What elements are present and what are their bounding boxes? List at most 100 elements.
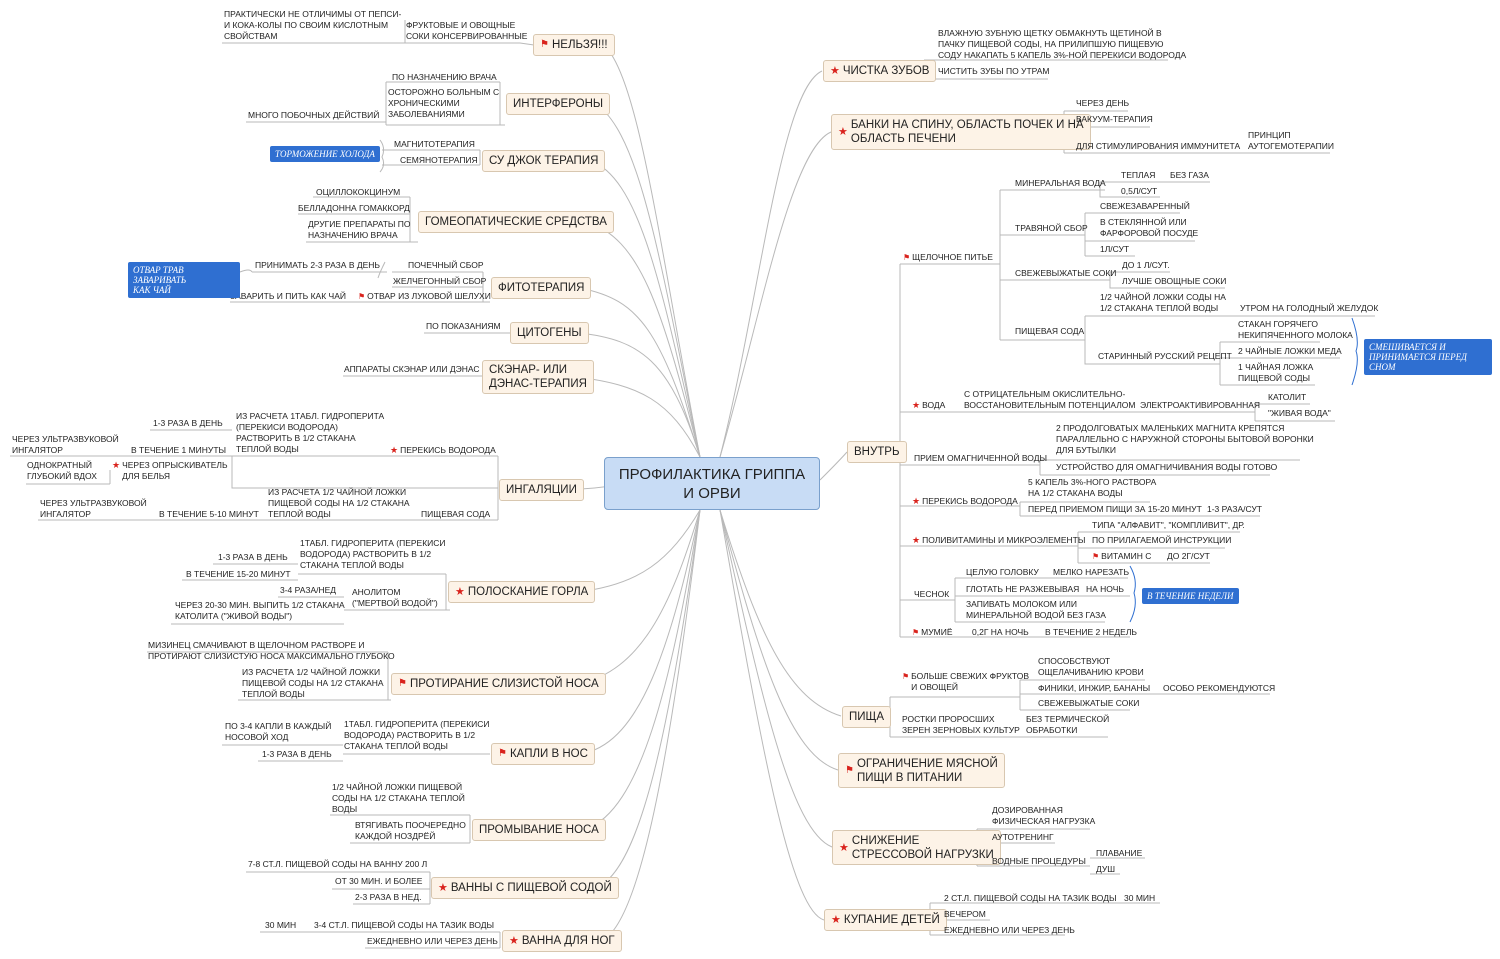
- node-vnutr-ts3[interactable]: 1Л/СУТ: [1100, 244, 1130, 254]
- topic-fito[interactable]: ФИТОТЕРАПИЯ: [491, 277, 592, 299]
- node-vnutr-om2[interactable]: УСТРОЙСТВО ДЛЯ ОМАГНИЧИВАНИЯ ВОДЫ ГОТОВО: [1056, 462, 1278, 472]
- node-vnutr-ps1[interactable]: 1/2 ЧАЙНОЙ ЛОЖКИ СОДЫ НА 1/2 СТАКАНА ТЕП…: [1100, 292, 1226, 313]
- node-vnutr-sr[interactable]: СТАРИННЫЙ РУССКИЙ РЕЦЕПТ: [1098, 351, 1232, 361]
- node-vnutr-ts2[interactable]: В СТЕКЛЯННОЙ ИЛИ ФАРФОРОВОЙ ПОСУДЕ: [1100, 217, 1199, 238]
- node-vanny-c2[interactable]: ОТ 30 МИН. И БОЛЕЕ: [335, 876, 423, 886]
- node-gomeo-c1[interactable]: ОЦИЛЛОКОКЦИНУМ: [316, 187, 401, 197]
- node-ingalyacii-c9[interactable]: ИЗ РАСЧЕТА 1/2 ЧАЙНОЙ ЛОЖКИ ПИЩЕВОЙ СОДЫ…: [268, 487, 410, 519]
- node-pischa-p1c[interactable]: СВЕЖЕВЫЖАТЫЕ СОКИ: [1038, 698, 1140, 708]
- node-sujok-c2[interactable]: СЕМЯНОТЕРАПИЯ: [400, 155, 478, 165]
- topic-gomeo[interactable]: ГОМЕОПАТИЧЕСКИЕ СРЕДСТВА: [418, 211, 614, 233]
- topic-citogeny[interactable]: ЦИТОГЕНЫ: [510, 322, 589, 344]
- node-poloskanie-c4[interactable]: АНОЛИТОМ ("МЕРТВОЙ ВОДОЙ"): [352, 587, 438, 608]
- node-vnutr-vit2[interactable]: ПО ПРИЛАГАЕМОЙ ИНСТРУКЦИИ: [1092, 535, 1232, 545]
- node-interferony-c3[interactable]: МНОГО ПОБОЧНЫХ ДЕЙСТВИЙ: [248, 110, 380, 120]
- node-stress-c3a[interactable]: ПЛАВАНИЕ: [1096, 848, 1143, 858]
- topic-stress[interactable]: ★СНИЖЕНИЕ СТРЕССОВОЙ НАГРУЗКИ: [832, 830, 1001, 865]
- node-ingalyacii-c1[interactable]: ★ПЕРЕКИСЬ ВОДОРОДА: [390, 445, 496, 456]
- node-vnutr-voda4[interactable]: "ЖИВАЯ ВОДА": [1268, 408, 1331, 418]
- node-vanna-nog-c1[interactable]: 3-4 СТ.Л. ПИЩЕВОЙ СОДЫ НА ТАЗИК ВОДЫ: [314, 920, 495, 930]
- node-stress-c1[interactable]: ДОЗИРОВАННАЯ ФИЗИЧЕСКАЯ НАГРУЗКА: [992, 805, 1096, 826]
- topic-vnutr[interactable]: ВНУТРЬ: [847, 441, 907, 463]
- node-vanny-c3[interactable]: 2-3 РАЗА В НЕД.: [355, 892, 422, 902]
- node-vnutr-sh[interactable]: ⚑ЩЕЛОЧНОЕ ПИТЬЕ: [903, 252, 993, 263]
- node-vnutr-vit[interactable]: ★ПОЛИВИТАМИНЫ И МИКРОЭЛЕМЕНТЫ: [912, 535, 1085, 546]
- node-stress-c3[interactable]: ВОДНЫЕ ПРОЦЕДУРЫ: [992, 856, 1086, 866]
- topic-sujok[interactable]: СУ ДЖОК ТЕРАПИЯ: [482, 150, 606, 172]
- node-skenar-c1[interactable]: АППАРАТЫ СКЭНАР ИЛИ ДЭНАС: [344, 364, 480, 374]
- node-vnutr-ch1[interactable]: ЦЕЛУЮ ГОЛОВКУ: [966, 567, 1039, 577]
- node-banki-c4[interactable]: ПРИНЦИП АУТОГЕМОТЕРАПИИ: [1248, 130, 1334, 151]
- topic-promyvanie[interactable]: ПРОМЫВАНИЕ НОСА: [472, 819, 606, 841]
- node-poloskanie-c1[interactable]: 1ТАБЛ. ГИДРОПЕРИТА (ПЕРЕКИСИ ВОДОРОДА) Р…: [300, 538, 446, 570]
- node-vnutr-sr2[interactable]: 2 ЧАЙНЫЕ ЛОЖКИ МЕДА: [1238, 346, 1342, 356]
- node-protiranie-c1[interactable]: МИЗИНЕЦ СМАЧИВАЮТ В ЩЕЛОЧНОМ РАСТВОРЕ И …: [148, 640, 395, 661]
- node-fito-c2[interactable]: ПОЧЕЧНЫЙ СБОР: [408, 260, 484, 270]
- node-sujok-c1[interactable]: МАГНИТОТЕРАПИЯ: [394, 139, 475, 149]
- node-kupanie-c1[interactable]: 2 СТ.Л. ПИЩЕВОЙ СОДЫ НА ТАЗИК ВОДЫ: [944, 893, 1117, 903]
- node-fito-c3[interactable]: ЖЕЛЧЕГОННЫЙ СБОР: [393, 276, 487, 286]
- summary-fito[interactable]: ОТВАР ТРАВ ЗАВАРИВАТЬ КАК ЧАЙ: [128, 262, 240, 298]
- node-vnutr-ss[interactable]: СВЕЖЕВЫЖАТЫЕ СОКИ: [1015, 268, 1117, 278]
- topic-ingalyacii[interactable]: ИНГАЛЯЦИИ: [499, 479, 584, 501]
- node-banki-c3[interactable]: ДЛЯ СТИМУЛИРОВАНИЯ ИММУНИТЕТА: [1076, 141, 1241, 151]
- summary-recept[interactable]: СМЕШИВАЕТСЯ И ПРИНИМАЕТСЯ ПЕРЕД СНОМ: [1364, 339, 1492, 375]
- node-vnutr-mu[interactable]: ⚑МУМИЁ: [912, 627, 953, 638]
- node-vnutr-ps[interactable]: ПИЩЕВАЯ СОДА: [1015, 326, 1085, 336]
- node-fito-c4[interactable]: ⚑ОТВАР ИЗ ЛУКОВОЙ ШЕЛУХИ: [358, 291, 491, 302]
- node-vnutr-ch2[interactable]: ГЛОТАТЬ НЕ РАЗЖЕВЫВАЯ: [966, 584, 1080, 594]
- topic-protiranie[interactable]: ⚑ПРОТИРАНИЕ СЛИЗИСТОЙ НОСА: [391, 673, 606, 695]
- node-vnutr-mu1[interactable]: 0,2Г НА НОЧЬ: [972, 627, 1029, 637]
- node-banki-c1[interactable]: ЧЕРЕЗ ДЕНЬ: [1076, 98, 1130, 108]
- node-chistka-c1[interactable]: ВЛАЖНУЮ ЗУБНУЮ ЩЕТКУ ОБМАКНУТЬ ЩЕТИНОЙ В…: [938, 28, 1187, 60]
- node-poloskanie-c5[interactable]: 3-4 РАЗА/НЕД: [280, 585, 337, 595]
- node-vnutr-vit3[interactable]: ⚑ВИТАМИН С: [1092, 551, 1151, 562]
- topic-kapli[interactable]: ⚑КАПЛИ В НОС: [491, 743, 595, 765]
- node-kapli-c3[interactable]: 1-3 РАЗА В ДЕНЬ: [262, 749, 332, 759]
- node-pischa-p1a[interactable]: СПОСОБСТВУЮТ ОЩЕЛАЧИВАНИЮ КРОВИ: [1038, 656, 1144, 677]
- node-fito-c5[interactable]: ЗАВАРИТЬ И ПИТЬ КАК ЧАЙ: [230, 291, 346, 301]
- central-topic[interactable]: ПРОФИЛАКТИКА ГРИППА И ОРВИ: [604, 457, 820, 510]
- node-kapli-c2[interactable]: ПО 3-4 КАПЛИ В КАЖДЫЙ НОСОВОЙ ХОД: [225, 721, 332, 742]
- node-ingalyacii-c2[interactable]: ИЗ РАСЧЕТА 1ТАБЛ. ГИДРОПЕРИТА (ПЕРЕКИСИ …: [236, 411, 385, 454]
- node-banki-c2[interactable]: ВАКУУМ-ТЕРАПИЯ: [1076, 114, 1153, 124]
- node-vanna-nog-c2[interactable]: 30 МИН: [265, 920, 297, 930]
- node-ingalyacii-c10[interactable]: В ТЕЧЕНИЕ 5-10 МИНУТ: [159, 509, 259, 519]
- node-vnutr-vit1[interactable]: ТИПА "АЛФАВИТ", "КОМПЛИВИТ", ДР.: [1092, 520, 1245, 530]
- node-poloskanie-c6[interactable]: ЧЕРЕЗ 20-30 МИН. ВЫПИТЬ 1/2 СТАКАНА КАТО…: [175, 600, 345, 621]
- topic-kupanie[interactable]: ★КУПАНИЕ ДЕТЕЙ: [824, 909, 947, 931]
- node-vnutr-ch1a[interactable]: МЕЛКО НАРЕЗАТЬ: [1053, 567, 1130, 577]
- topic-interferony[interactable]: ИНТЕРФЕРОНЫ: [506, 93, 611, 115]
- node-ingalyacii-c5[interactable]: ЧЕРЕЗ УЛЬТРАЗВУКОВОЙ ИНГАЛЯТОР: [12, 434, 119, 455]
- node-ingalyacii-c11[interactable]: ЧЕРЕЗ УЛЬТРАЗВУКОВОЙ ИНГАЛЯТОР: [40, 498, 147, 519]
- node-ingalyacii-c6[interactable]: ★ЧЕРЕЗ ОПРЫСКИВАТЕЛЬ ДЛЯ БЕЛЬЯ: [112, 460, 228, 482]
- node-citogeny-c1[interactable]: ПО ПОКАЗАНИЯМ: [426, 321, 501, 331]
- topic-nelzya[interactable]: ⚑НЕЛЬЗЯ!!!: [533, 34, 615, 56]
- node-ingalyacii-c7[interactable]: ОДНОКРАТНЫЙ ГЛУБОКИЙ ВДОХ: [27, 460, 97, 481]
- node-vnutr-pv2[interactable]: ПЕРЕД ПРИЕМОМ ПИЩИ ЗА 15-20 МИНУТ: [1028, 504, 1202, 514]
- node-vnutr-pv3[interactable]: 1-3 РАЗА/СУТ: [1207, 504, 1262, 514]
- summary-sujok[interactable]: ТОРМОЖЕНИЕ ХОЛОДА: [270, 146, 380, 162]
- node-fito-c1[interactable]: ПРИНИМАТЬ 2-3 РАЗА В ДЕНЬ: [255, 260, 381, 270]
- node-stress-c3b[interactable]: ДУШ: [1096, 864, 1116, 874]
- node-vnutr-mv2[interactable]: 0,5Л/СУТ: [1121, 186, 1158, 196]
- node-ingalyacii-c4[interactable]: В ТЕЧЕНИЕ 1 МИНУТЫ: [131, 445, 227, 455]
- node-vnutr-mu2[interactable]: В ТЕЧЕНИЕ 2 НЕДЕЛЬ: [1045, 627, 1137, 637]
- node-vnutr-ch2a[interactable]: НА НОЧЬ: [1086, 584, 1124, 594]
- node-kupanie-c3[interactable]: ЕЖЕДНЕВНО ИЛИ ЧЕРЕЗ ДЕНЬ: [944, 925, 1075, 935]
- node-vnutr-voda2[interactable]: ЭЛЕКТРОАКТИВИРОВАННАЯ: [1140, 400, 1261, 410]
- node-vnutr-ss2[interactable]: ЛУЧШЕ ОВОЩНЫЕ СОКИ: [1122, 276, 1227, 286]
- summary-chesnok[interactable]: В ТЕЧЕНИЕ НЕДЕЛИ: [1142, 588, 1239, 604]
- topic-ogranichenie[interactable]: ⚑ОГРАНИЧЕНИЕ МЯСНОЙ ПИЩИ В ПИТАНИИ: [838, 753, 1005, 788]
- node-poloskanie-c2[interactable]: 1-3 РАЗА В ДЕНЬ: [218, 552, 288, 562]
- node-nelzya-c2[interactable]: ПРАКТИЧЕСКИ НЕ ОТЛИЧИМЫ ОТ ПЕПСИ- И КОКА…: [224, 9, 402, 41]
- node-gomeo-c3[interactable]: ДРУГИЕ ПРЕПАРАТЫ ПО НАЗНАЧЕНИЮ ВРАЧА: [308, 219, 411, 240]
- node-vnutr-om[interactable]: ПРИЕМ ОМАГНИЧЕННОЙ ВОДЫ: [914, 453, 1047, 463]
- node-nelzya-c1[interactable]: ФРУКТОВЫЕ И ОВОЩНЫЕ СОКИ КОНСЕРВИРОВАННЫ…: [406, 20, 528, 41]
- node-pischa-p1[interactable]: ⚑БОЛЬШЕ СВЕЖИХ ФРУКТОВ И ОВОЩЕЙ: [902, 671, 1029, 693]
- node-vnutr-voda1[interactable]: С ОТРИЦАТЕЛЬНЫМ ОКИСЛИТЕЛЬНО- ВОССТАНОВИ…: [964, 389, 1136, 410]
- node-protiranie-c2[interactable]: ИЗ РАСЧЕТА 1/2 ЧАЙНОЙ ЛОЖКИ ПИЩЕВОЙ СОДЫ…: [242, 667, 384, 699]
- node-vnutr-sr1[interactable]: СТАКАН ГОРЯЧЕГО НЕКИПЯЧЕННОГО МОЛОКА: [1238, 319, 1353, 340]
- node-gomeo-c2[interactable]: БЕЛЛАДОННА ГОМАККОРД: [298, 203, 410, 213]
- topic-vanna-nog[interactable]: ★ВАННА ДЛЯ НОГ: [502, 930, 622, 952]
